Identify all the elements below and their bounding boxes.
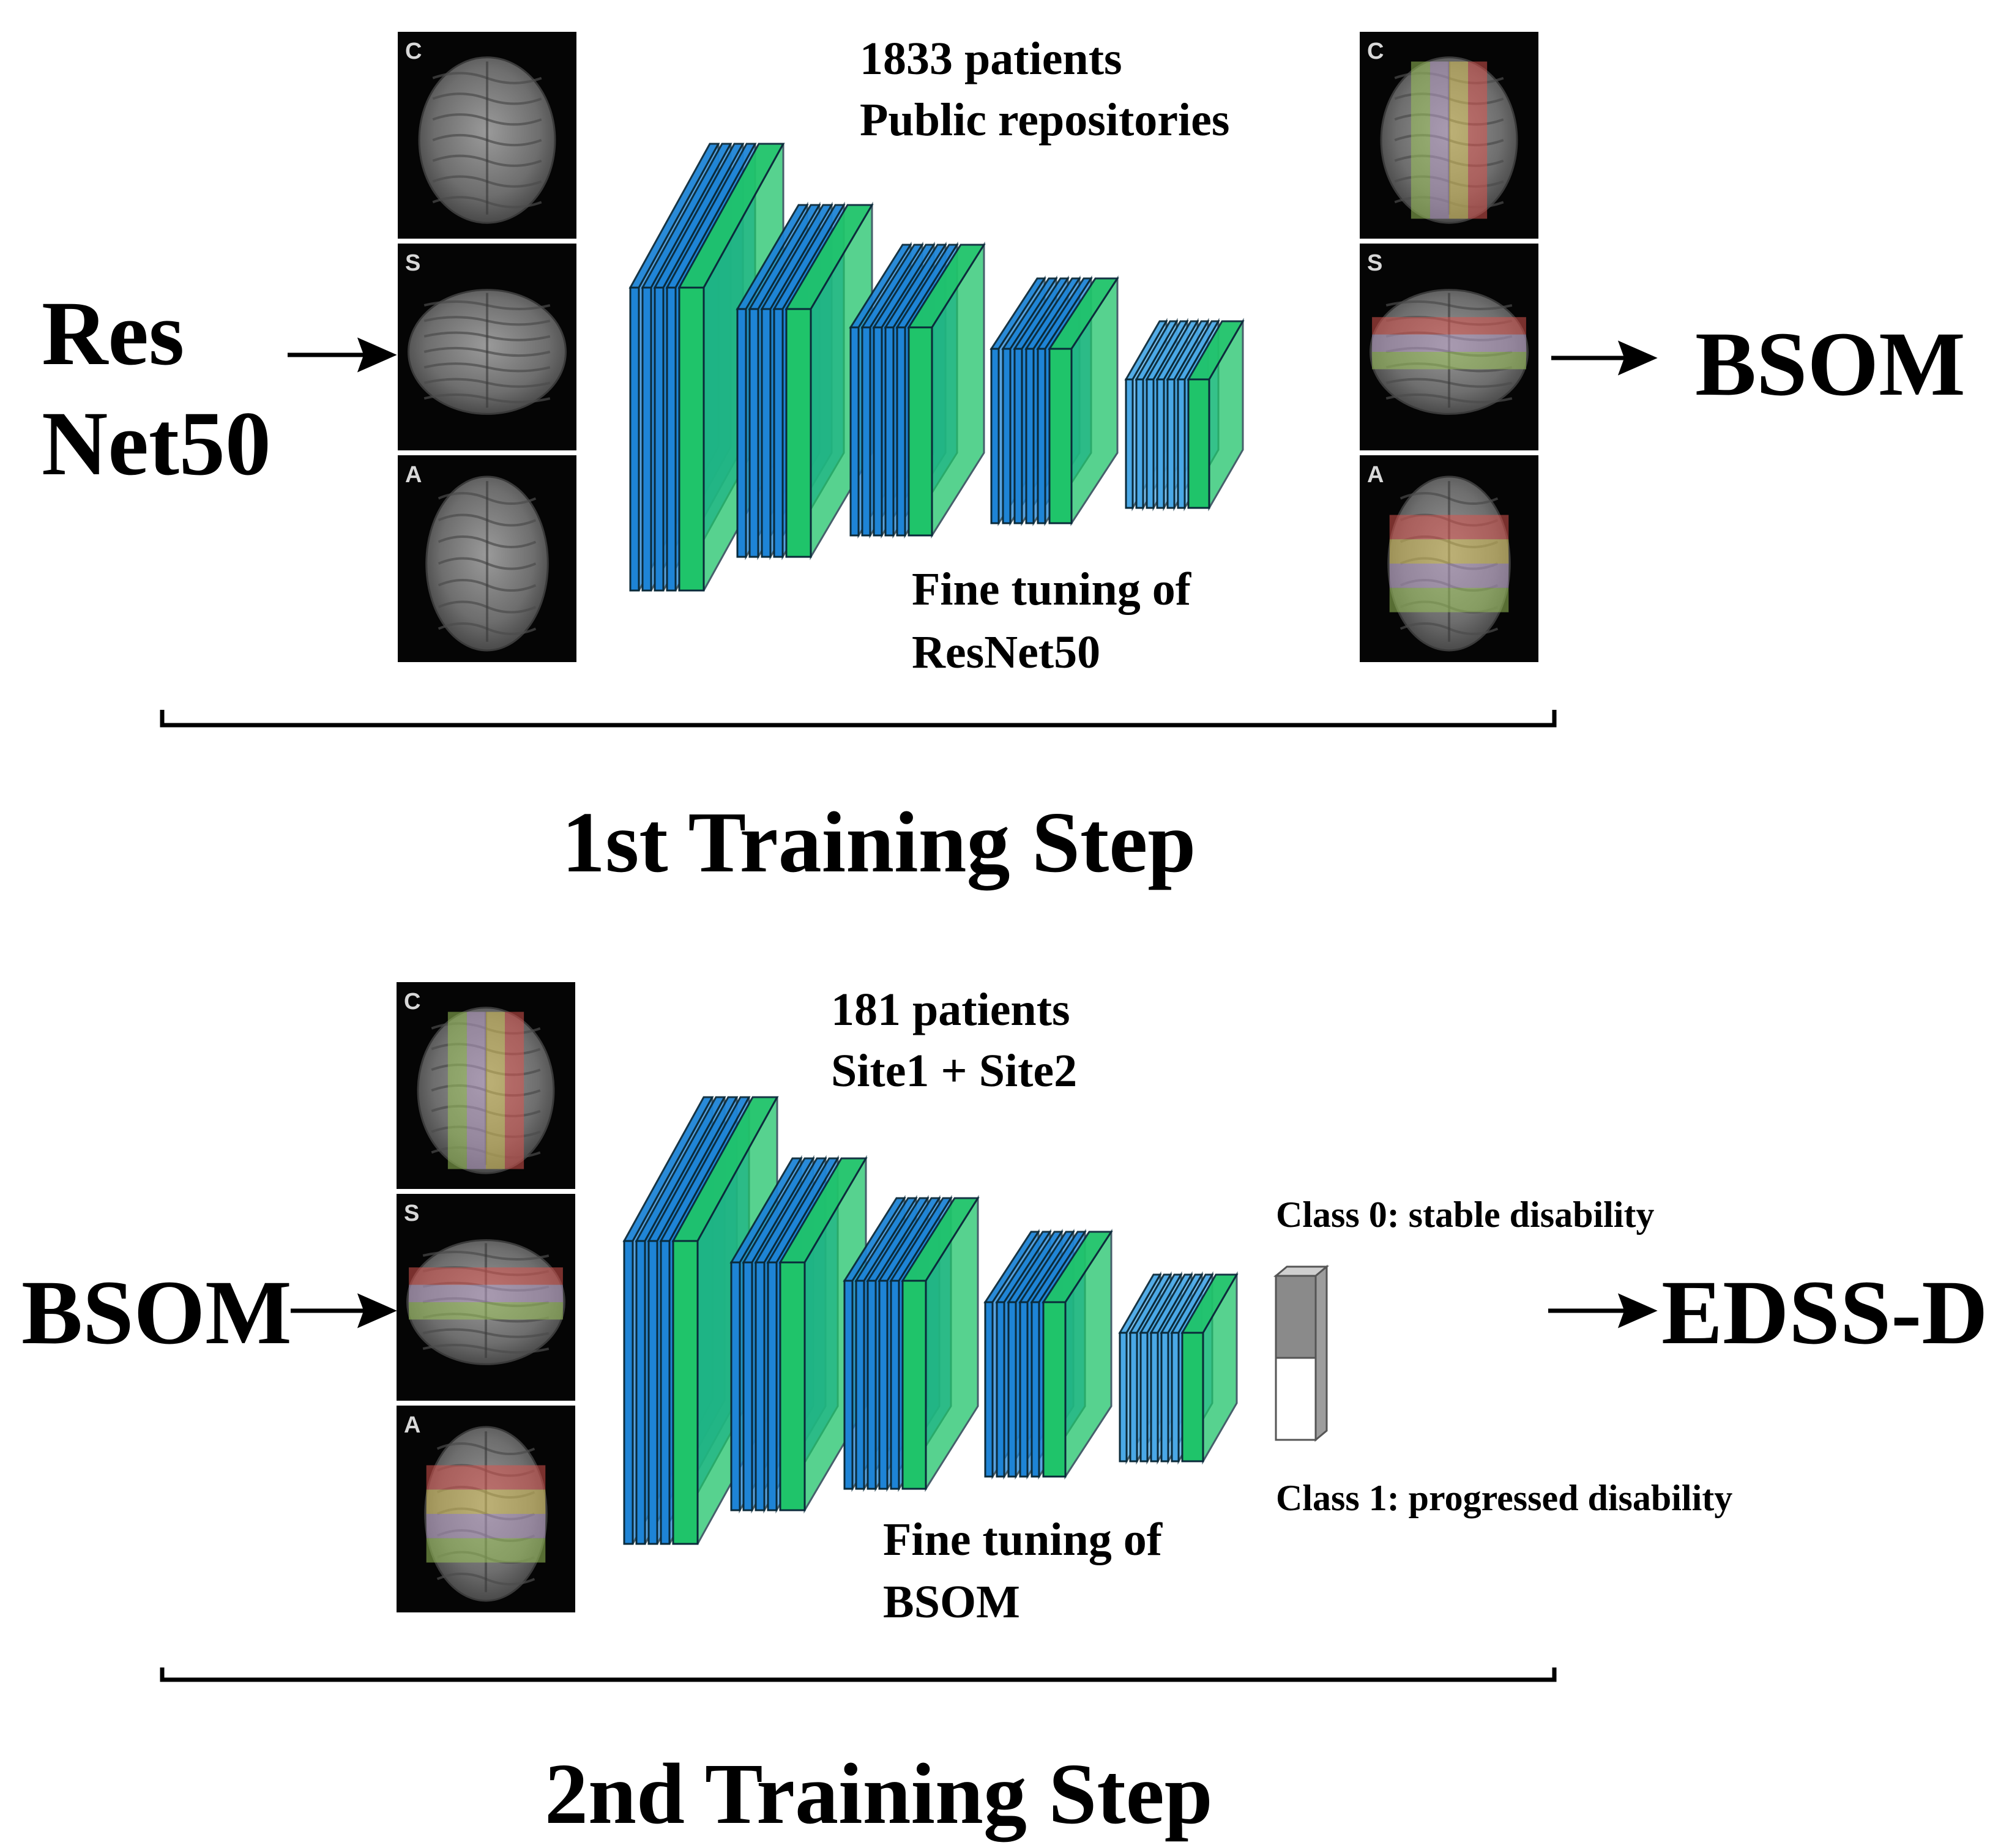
step1-title: 1st Training Step <box>562 794 1196 890</box>
region-band <box>409 1267 563 1285</box>
step2-input-sagittal-panel: S <box>397 1194 575 1401</box>
step2-tuning-line2: BSOM <box>883 1576 1020 1628</box>
region-band <box>1372 334 1526 352</box>
step2-class1-label: Class 1: progressed disability <box>1276 1478 1733 1518</box>
step1-network-block-2 <box>736 201 874 561</box>
region-band <box>466 1012 486 1169</box>
step1-output-coronal-panel: C <box>1360 32 1538 239</box>
step1-output-axial-panel: A <box>1360 455 1538 662</box>
step1-network-block-3 <box>849 241 986 539</box>
region-band <box>1372 317 1526 335</box>
cube-side <box>1314 1264 1328 1442</box>
step2-network-block-2 <box>729 1155 868 1514</box>
region-band <box>1389 564 1509 588</box>
step1-input-label-line1: Res <box>42 283 185 384</box>
region-band <box>1411 61 1430 219</box>
step2-output-arrowhead <box>1617 1293 1658 1328</box>
step1-network-block-5 <box>1124 318 1245 512</box>
region-band <box>1389 515 1509 540</box>
step1-input-arrowhead <box>357 337 397 373</box>
step2-output-label: EDSS-D <box>1661 1262 1988 1363</box>
step1-network-block-1 <box>628 143 785 592</box>
region-band <box>426 1489 546 1514</box>
step2-dataset-line2: Site1 + Site2 <box>831 1045 1078 1097</box>
step1-dataset-line2: Public repositories <box>860 94 1230 146</box>
step1-input-coronal-panel: C <box>398 32 576 239</box>
step1-network-block-4 <box>990 275 1119 527</box>
pool-layer <box>1048 275 1119 527</box>
region-band <box>409 1302 563 1320</box>
step1-output-arrowhead <box>1617 340 1658 376</box>
step1-bracket <box>160 710 1557 728</box>
region-band <box>505 1012 524 1169</box>
view-letter: A <box>1367 462 1384 488</box>
view-letter: C <box>404 989 420 1015</box>
view-letter: S <box>1367 250 1382 276</box>
pool-layer <box>901 1194 980 1492</box>
step1-input-sagittal-panel: S <box>398 244 576 450</box>
step2-class0-label: Class 0: stable disability <box>1276 1194 1655 1235</box>
view-letter: C <box>1367 39 1384 64</box>
region-band <box>409 1284 563 1302</box>
step2-network-block-3 <box>843 1194 980 1492</box>
region-band <box>1389 539 1509 564</box>
step1-input-axial-panel: A <box>398 455 576 662</box>
step1-tuning-line1: Fine tuning of <box>912 564 1191 615</box>
cube-class1 <box>1275 1357 1317 1441</box>
region-band <box>426 1514 546 1538</box>
cube-class0 <box>1275 1275 1317 1359</box>
class-output-cube <box>1273 1264 1330 1442</box>
step2-network-block-4 <box>983 1228 1113 1480</box>
step2-input-label: BSOM <box>21 1262 292 1363</box>
view-letter: S <box>405 250 420 276</box>
step2-network-block-5 <box>1118 1271 1239 1465</box>
separators <box>160 710 1557 1682</box>
step2-input-axial-panel: A <box>397 1406 575 1612</box>
region-band <box>1429 61 1449 219</box>
region-band <box>447 1012 467 1169</box>
region-band <box>426 1465 546 1490</box>
region-band <box>1372 352 1526 370</box>
pool-layer <box>1180 1271 1239 1465</box>
pool-layer <box>907 241 986 539</box>
region-band <box>1389 587 1509 613</box>
view-letter: S <box>404 1201 419 1226</box>
step1-output-sagittal-panel: S <box>1360 244 1538 450</box>
view-letter: A <box>404 1412 420 1438</box>
step2-bracket <box>160 1667 1557 1682</box>
step2-title: 2nd Training Step <box>545 1745 1213 1842</box>
region-band <box>486 1012 505 1169</box>
step2-tuning-line1: Fine tuning of <box>883 1514 1163 1565</box>
step1-input-label-line2: Net50 <box>42 393 271 494</box>
pool-layer <box>1187 318 1245 512</box>
region-band <box>1468 61 1488 219</box>
arrows <box>288 337 1658 1328</box>
step2-input-coronal-panel: C <box>397 982 575 1189</box>
step1-tuning-line2: ResNet50 <box>912 627 1101 678</box>
step2-dataset-line1: 181 patients <box>831 984 1070 1035</box>
region-band <box>1449 61 1469 219</box>
view-letter: C <box>405 39 422 64</box>
step2-input-arrowhead <box>357 1293 397 1328</box>
view-letter: A <box>405 462 422 488</box>
step1-output-label: BSOM <box>1695 313 1966 415</box>
region-band <box>426 1538 546 1563</box>
step1-dataset-line1: 1833 patients <box>860 33 1122 84</box>
pool-layer <box>1042 1228 1113 1480</box>
